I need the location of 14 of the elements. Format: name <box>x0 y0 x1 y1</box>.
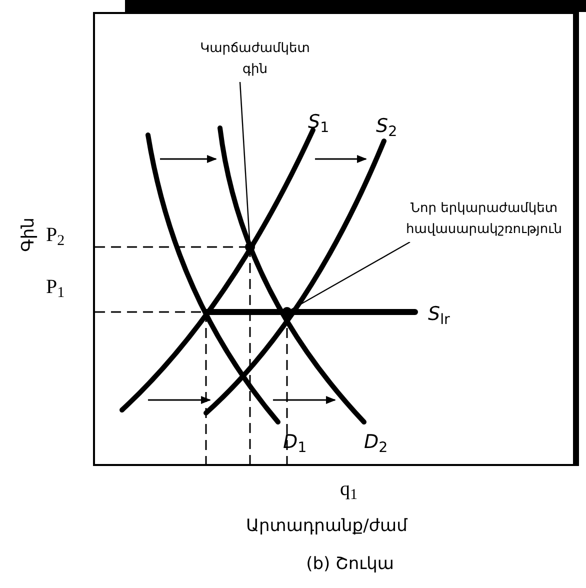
axis-label: Արտադրանք/ժամ <box>246 515 408 538</box>
axis-label: P$_{2}$ <box>46 223 65 250</box>
leader-line <box>291 241 410 310</box>
axis-label: D$_{1}$ <box>283 430 307 456</box>
intersection-point <box>245 242 255 252</box>
axis-label: P$_{1}$ <box>46 275 65 302</box>
axis-label: D$_{2}$ <box>364 430 388 456</box>
leader-line <box>239 82 250 242</box>
axis-label: Գին <box>17 218 40 252</box>
caption: (b) Շուկա <box>305 553 395 576</box>
axis-label: q$_{1}$ <box>340 477 358 504</box>
axis-label: S$_{2}$ <box>376 114 398 140</box>
axis-label: S$_{lr}$ <box>428 302 450 328</box>
axis-label: S$_{1}$ <box>308 110 330 136</box>
